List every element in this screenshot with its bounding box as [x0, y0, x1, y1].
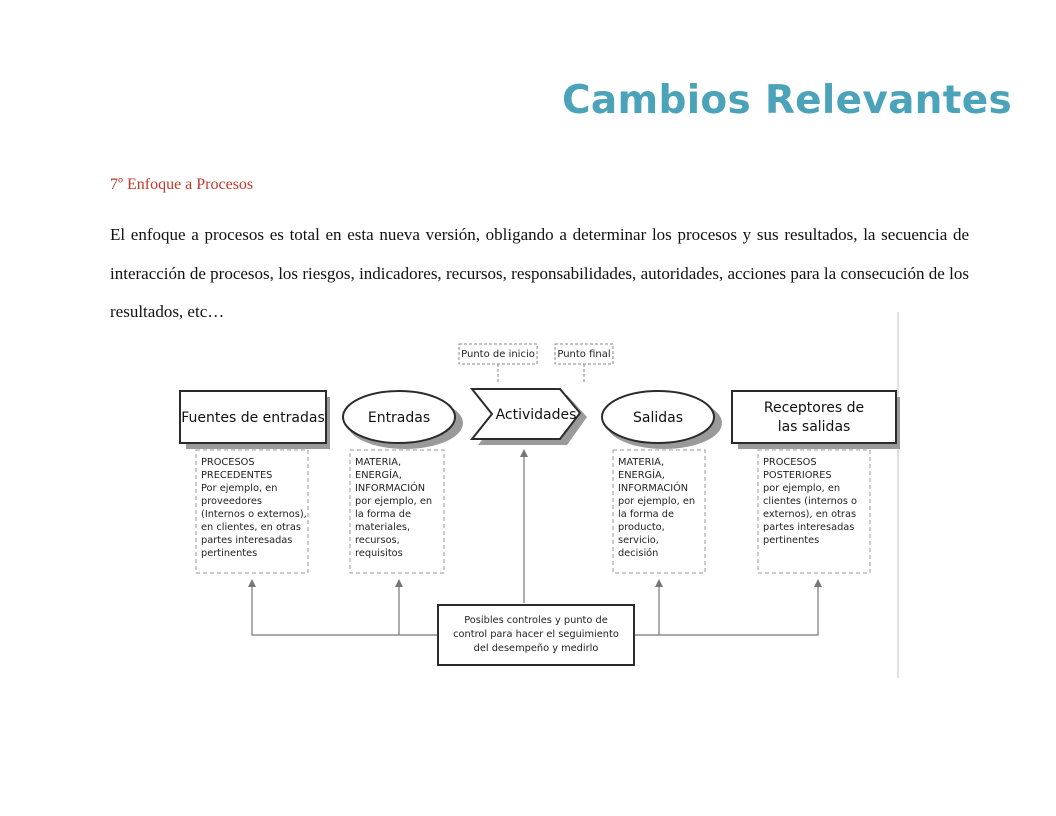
sources-label: Fuentes de entradas: [181, 410, 325, 426]
controls-line3: del desempeño y medirlo: [474, 643, 599, 654]
outputs-note-text: MATERIA, ENERGÍA, INFORMACIÓN por ejempl…: [618, 457, 698, 559]
receivers-note-text: PROCESOS POSTERIORES por ejemplo, en cli…: [763, 457, 860, 546]
inputs-note: MATERIA, ENERGÍA, INFORMACIÓN por ejempl…: [349, 449, 445, 574]
outputs-ellipse: Salidas: [601, 390, 722, 449]
section-heading: 7º Enfoque a Procesos: [110, 176, 254, 193]
receivers-box: Receptores de las salidas: [731, 390, 900, 449]
activities-label: Actividades: [496, 407, 577, 423]
sources-note: PROCESOS PRECEDENTES Por ejemplo, en pro…: [195, 449, 310, 574]
control-connectors: [251, 455, 819, 636]
receivers-label-line2: las salidas: [778, 419, 851, 435]
inputs-ellipse: Entradas: [342, 390, 463, 449]
outputs-note: MATERIA, ENERGÍA, INFORMACIÓN por ejempl…: [612, 449, 706, 574]
sources-note-text: PROCESOS PRECEDENTES Por ejemplo, en pro…: [201, 457, 310, 559]
start-marker-label: Punto de inicio: [461, 349, 535, 360]
page-title: Cambios Relevantes: [562, 78, 1012, 123]
controls-box: Posibles controles y punto de control pa…: [437, 604, 635, 666]
end-marker: Punto final: [554, 343, 614, 382]
inputs-label: Entradas: [368, 410, 430, 426]
body-paragraph: El enfoque a procesos es total en esta n…: [110, 225, 969, 321]
end-marker-label: Punto final: [557, 349, 610, 360]
start-marker: Punto de inicio: [458, 343, 538, 382]
controls-line2: control para hacer el seguimiento: [453, 629, 619, 640]
connector-arrowheads: [248, 449, 822, 587]
receivers-label-line1: Receptores de: [764, 400, 864, 416]
sources-box: Fuentes de entradas: [179, 390, 330, 449]
activities-shape: Actividades: [469, 388, 587, 445]
outputs-label: Salidas: [633, 410, 683, 426]
inputs-note-text: MATERIA, ENERGÍA, INFORMACIÓN por ejempl…: [355, 457, 435, 559]
receivers-note: PROCESOS POSTERIORES por ejemplo, en cli…: [757, 449, 871, 574]
process-diagram: Punto de inicio Punto final Fuentes de e…: [179, 343, 900, 666]
scan-edge-line: [897, 312, 899, 678]
controls-line1: Posibles controles y punto de: [464, 615, 608, 626]
